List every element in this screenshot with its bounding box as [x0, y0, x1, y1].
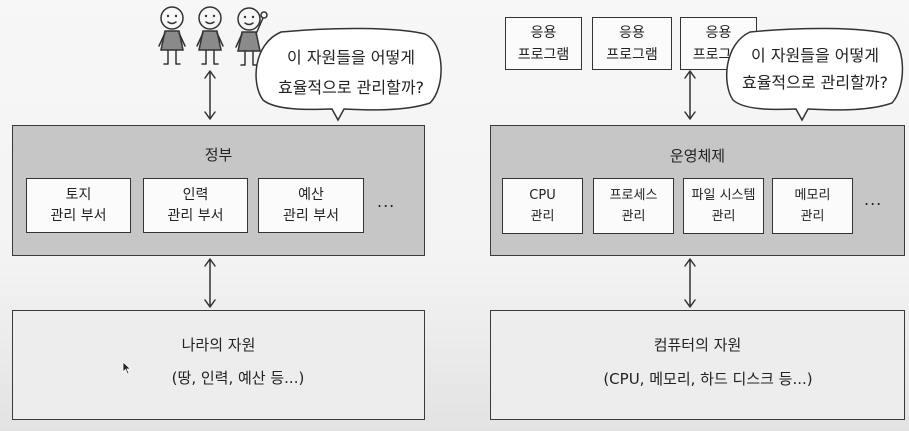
speech-bubble-right-line2: 효율적으로 관리할까?	[741, 73, 889, 92]
dept-box-workforce: 인력 관리 부서	[143, 178, 248, 233]
dept-box-line1: 인력	[182, 186, 209, 203]
speech-bubble-left-line2: 효율적으로 관리할까?	[277, 78, 425, 97]
memory-management-box: 메모리 관리	[772, 178, 853, 234]
dept-box-line1: 예산	[298, 186, 324, 203]
management-box-line1: 프로세스	[609, 188, 658, 203]
dept-box-land: 토지 관리 부서	[26, 178, 131, 233]
management-box-line2: 관리	[621, 209, 646, 224]
person-figure-raising-hand-icon	[235, 7, 268, 66]
computer-resources-title: 컴퓨터의 자원	[653, 336, 742, 354]
double-arrow-icon	[684, 258, 696, 308]
government-title: 정부	[204, 146, 233, 164]
process-management-box: 프로세스 관리	[593, 178, 674, 234]
application-box-line1: 응용	[705, 24, 732, 41]
management-box-line1: 메모리	[794, 188, 831, 203]
application-box: 응용 프로그램	[505, 17, 582, 70]
application-box-line1: 응용	[619, 24, 645, 41]
people-figures	[158, 6, 268, 66]
application-box-line2: 프로그램	[517, 46, 570, 63]
computer-resources-box: 컴퓨터의 자원 (CPU, 메모리, 하드 디스크 등...)	[490, 310, 905, 420]
speech-bubble-right	[725, 27, 904, 122]
dept-box-line2: 관리 부서	[283, 207, 339, 224]
government-panel: 정부 토지 관리 부서 인력 관리 부서 예산 관리 부서 ...	[12, 125, 425, 256]
application-box-line1: 응용	[530, 24, 557, 41]
dept-box-line1: 토지	[65, 186, 92, 203]
cpu-management-box: CPU 관리	[502, 178, 583, 234]
mouse-cursor-icon	[122, 361, 132, 375]
speech-bubble-left-line1: 이 자원들을 어떻게	[287, 48, 415, 67]
dept-box-line2: 관리 부서	[167, 207, 224, 224]
double-arrow-icon	[204, 70, 216, 120]
application-box-line2: 프로그램	[606, 46, 658, 63]
management-box-line2: 관리	[711, 209, 736, 224]
person-figure-icon	[158, 6, 186, 65]
operating-system-panel: 운영체제 CPU 관리 프로세스 관리 파일 시스템 관리 메모리 관리 ...	[490, 125, 905, 256]
nation-resources-title: 나라의 자원	[181, 336, 256, 354]
double-arrow-icon	[204, 258, 216, 308]
file-system-management-box: 파일 시스템 관리	[683, 178, 764, 234]
dept-box-budget: 예산 관리 부서	[258, 178, 364, 233]
management-box-line1: 파일 시스템	[691, 188, 756, 203]
dept-box-line2: 관리 부서	[50, 207, 107, 224]
speech-bubble-right-line1: 이 자원들을 어떻게	[751, 46, 879, 65]
person-figure-icon	[196, 6, 224, 65]
speech-bubble-left	[255, 27, 442, 122]
computer-resources-detail: (CPU, 메모리, 하드 디스크 등...)	[603, 370, 813, 388]
application-box: 응용 프로그램	[592, 17, 672, 70]
management-box-line1: CPU	[529, 188, 556, 203]
management-box-line2: 관리	[800, 209, 825, 224]
nation-resources-box: 나라의 자원 (땅, 인력, 예산 등...)	[12, 310, 425, 420]
management-box-line2: 관리	[530, 209, 555, 224]
nation-resources-detail: (땅, 인력, 예산 등...)	[171, 369, 305, 387]
more-ellipsis: ...	[377, 192, 396, 211]
double-arrow-icon	[684, 70, 696, 120]
more-ellipsis: ...	[864, 190, 883, 209]
operating-system-title: 운영체제	[669, 147, 726, 165]
